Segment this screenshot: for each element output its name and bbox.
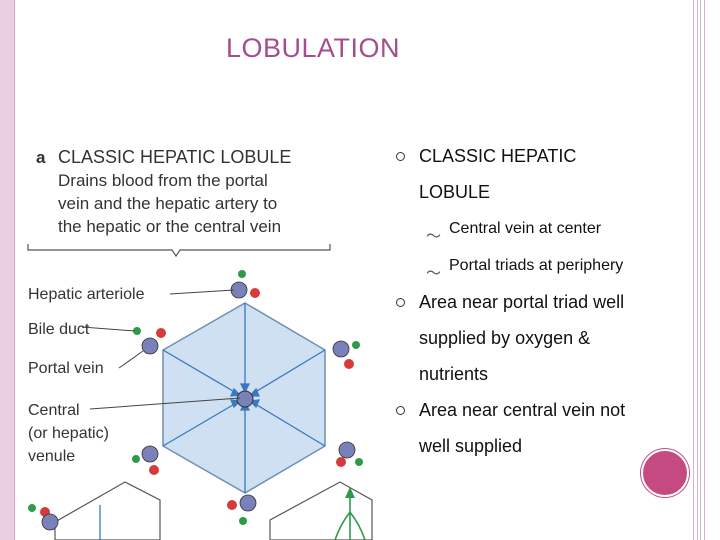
- slide-title: LOBULATION: [226, 33, 401, 63]
- sub-bullet-item: 〜 Central vein at center: [392, 210, 692, 247]
- green-bile-ducts: [334, 498, 366, 540]
- wave-dash-icon: 〜: [426, 265, 442, 282]
- bullet-line: LOBULE: [419, 182, 491, 202]
- hepatic-lobule-figure: a CLASSIC HEPATIC LOBULE Drains blood fr…: [27, 147, 373, 540]
- bullet-line: supplied by oxygen &: [419, 328, 591, 348]
- bullet-line: Area near portal triad well: [419, 292, 625, 312]
- caption-line: vein and the hepatic artery to: [58, 194, 277, 213]
- bullet-line: Area near central vein not: [419, 400, 626, 420]
- label-hepatic-arteriole: Hepatic arteriole: [28, 286, 145, 303]
- central-vein: [236, 390, 254, 408]
- caption-title: CLASSIC HEPATIC LOBULE: [58, 147, 291, 167]
- bracket: [27, 244, 331, 258]
- bullet-item: CLASSIC HEPATIC LOBULE: [392, 138, 692, 210]
- label-portal-vein: Portal vein: [28, 360, 104, 377]
- sub-bullet-text: Portal triads at periphery: [449, 257, 624, 274]
- bullet-line: nutrients: [419, 364, 489, 384]
- lower-hexagon-left: [54, 481, 161, 540]
- hollow-circle-icon: [396, 298, 405, 307]
- label-or-hepatic: (or hepatic): [28, 425, 109, 442]
- sub-bullet-item: 〜 Portal triads at periphery: [392, 247, 692, 284]
- caption-letter: a: [36, 148, 46, 167]
- decorative-pink-dot: [641, 449, 689, 497]
- label-central: Central: [28, 402, 80, 419]
- right-decor-lines: [692, 0, 720, 540]
- bullet-item: Area near portal triad well supplied by …: [392, 284, 692, 392]
- bullet-line: CLASSIC HEPATIC: [419, 146, 577, 166]
- label-bile-duct: Bile duct: [28, 321, 90, 338]
- caption-line: the hepatic or the central vein: [58, 217, 281, 236]
- left-decor-bar: [0, 0, 14, 540]
- bullet-line: well supplied: [419, 436, 523, 456]
- bullet-item: Area near central vein not well supplied: [392, 392, 692, 464]
- hollow-circle-icon: [396, 152, 405, 161]
- bullet-list: CLASSIC HEPATIC LOBULE 〜 Central vein at…: [392, 138, 692, 464]
- portal-triads: [28, 270, 363, 531]
- wave-dash-icon: 〜: [426, 228, 442, 245]
- green-arrow: [345, 487, 355, 498]
- hollow-circle-icon: [396, 406, 405, 415]
- left-decor-line: [14, 0, 15, 540]
- label-leaders: [81, 289, 241, 410]
- sub-bullet-text: Central vein at center: [449, 220, 602, 237]
- lower-hexagon-right: [269, 481, 373, 540]
- label-venule: venule: [28, 448, 75, 465]
- caption-line: Drains blood from the portal: [58, 171, 268, 190]
